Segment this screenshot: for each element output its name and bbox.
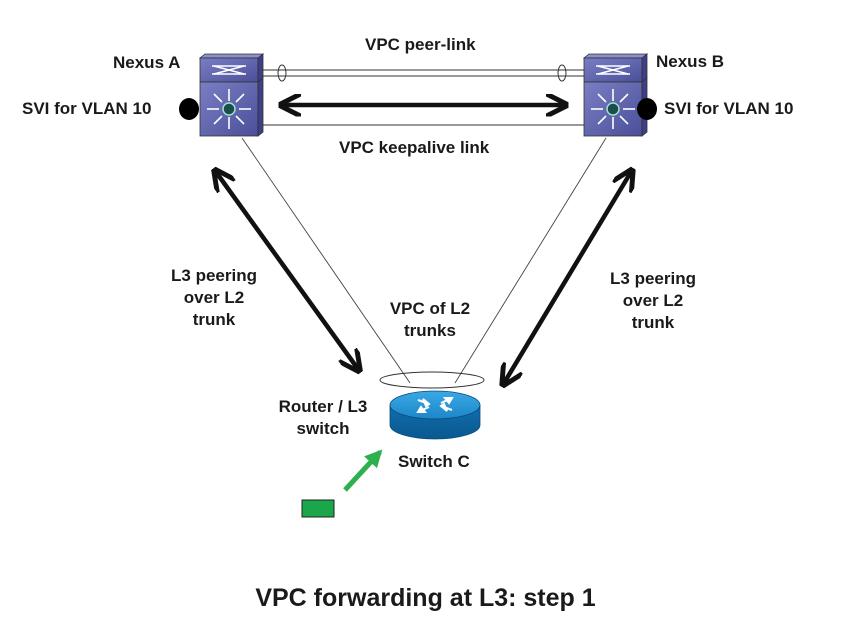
vpc-trunks-bundle (379, 371, 485, 389)
l3-peering-right-label: L3 peering over L2 trunk (610, 269, 696, 332)
nexus-a-label: Nexus A (113, 53, 181, 72)
switch-c-label: Switch C (398, 452, 470, 471)
nexus-b-icon (582, 53, 649, 137)
nexus-a-icon (198, 53, 265, 137)
diagram-title: VPC forwarding at L3: step 1 (255, 584, 596, 612)
svi-dot-b (637, 98, 657, 120)
router-role-label: Router / L3 switch (278, 397, 368, 438)
traffic-arrow (343, 449, 383, 492)
l3-peering-left-label: L3 peering over L2 trunk (171, 266, 257, 329)
vpc-trunks-label: VPC of L2 trunks (389, 299, 471, 340)
svi-a-label: SVI for VLAN 10 (22, 99, 152, 118)
trunk-line-a (241, 137, 411, 384)
nexus-b-label: Nexus B (656, 52, 725, 71)
l3-peering-arrow-right (504, 172, 631, 383)
l3-peering-arrow-left (216, 172, 358, 369)
keepalive-link-label: VPC keepalive link (339, 138, 490, 157)
peer-link-bundle-right (557, 64, 567, 82)
peer-link-bundle-left (277, 64, 287, 82)
svi-dot-a (179, 98, 199, 120)
trunk-line-b (454, 137, 607, 384)
switch-c-router-icon (389, 390, 481, 440)
peer-link-label: VPC peer-link (365, 35, 476, 54)
packet-icon (301, 499, 335, 518)
svi-b-label: SVI for VLAN 10 (664, 99, 794, 118)
